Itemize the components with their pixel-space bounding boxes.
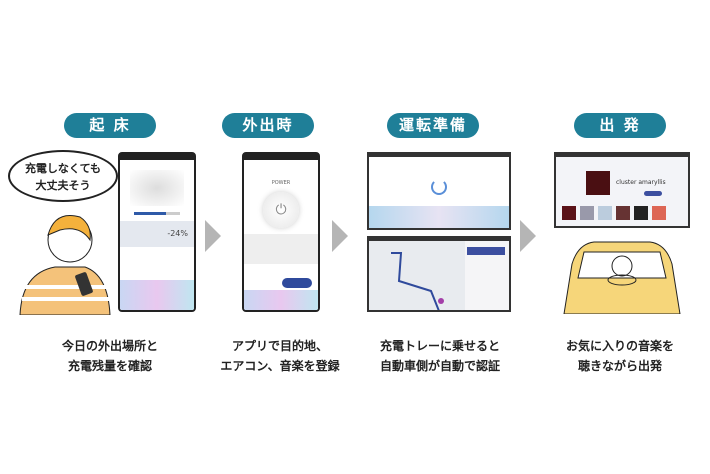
menu-item-selected[interactable] (467, 247, 505, 255)
arrow-icon (332, 220, 348, 252)
step-caption-drive-prep: 充電トレーに乗せると 自動車側が自動で認証 (379, 339, 500, 373)
album-art (586, 171, 610, 195)
car-display-music: cluster amaryllis (554, 152, 690, 228)
route-map (391, 252, 444, 310)
driver-in-car-illustration (563, 241, 681, 314)
car-display-loading (367, 152, 511, 230)
album-title: cluster amaryllis (616, 179, 666, 186)
battery-bar (134, 212, 180, 215)
battery-change-value: -24% (167, 229, 188, 238)
step-title-drive-prep: 運転準備 (387, 113, 479, 138)
step-caption-departure: お気に入りの音楽を 聴きながら出発 (565, 339, 674, 373)
phone-screen-remote-control: POWER ⏻ (242, 152, 320, 312)
car-display-navigation (367, 236, 511, 312)
send-button[interactable] (282, 278, 312, 288)
play-button[interactable] (644, 191, 662, 196)
step-caption-wakeup: 今日の外出場所と 充電残量を確認 (61, 339, 158, 373)
speech-bubble: 充電しなくても 大丈夫そう (8, 150, 118, 202)
person-with-phone-illustration (19, 215, 111, 315)
power-button[interactable]: ⏻ (263, 192, 299, 228)
step-caption-going-out: アプリで目的地、 エアコン、音楽を登録 (220, 339, 340, 373)
step-title-departure: 出 発 (574, 113, 666, 138)
step-title-going-out: 外出時 (222, 113, 314, 138)
power-label: POWER (271, 180, 291, 186)
arrow-icon (520, 220, 536, 252)
step-title-wakeup: 起 床 (64, 113, 156, 138)
arrow-icon (205, 220, 221, 252)
loading-spinner-icon (431, 179, 447, 195)
phone-screen-vehicle-status: -24% (118, 152, 196, 312)
car-image (130, 170, 184, 206)
